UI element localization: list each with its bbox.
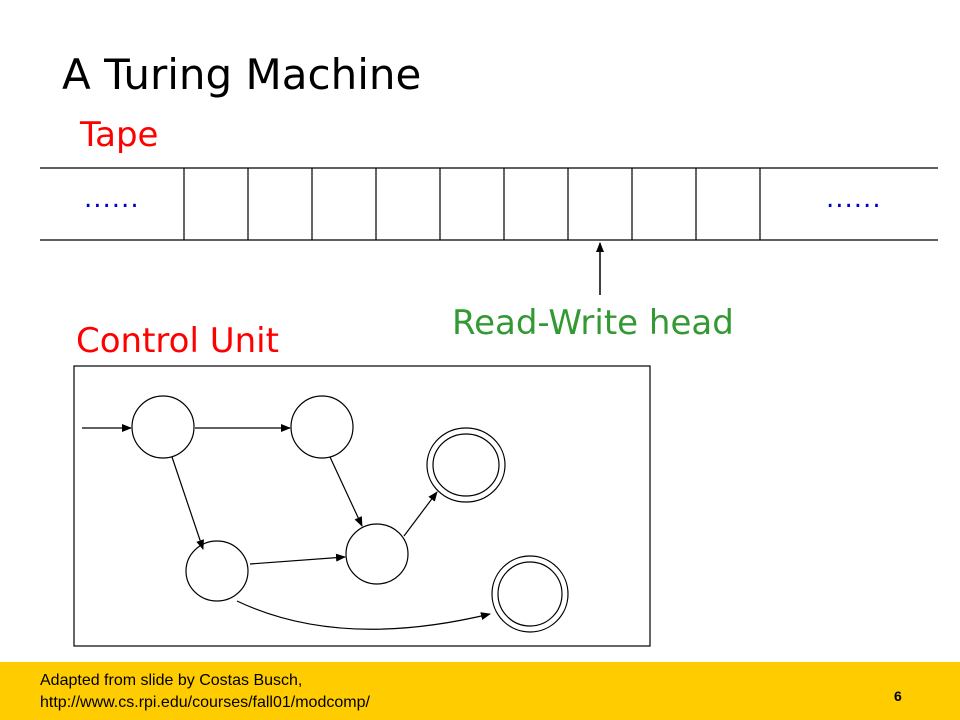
- slide-title: A Turing Machine: [62, 50, 422, 99]
- transition-arrow: [403, 491, 438, 537]
- slide-footer: Adapted from slide by Costas Busch, http…: [0, 662, 960, 720]
- footer-credit-url: http://www.cs.rpi.edu/courses/fall01/mod…: [40, 694, 370, 711]
- tape-label: Tape: [80, 115, 159, 155]
- transition-arrow: [249, 553, 346, 565]
- control-unit-box: [73, 365, 651, 647]
- footer-credit-line: Adapted from slide by Costas Busch,: [40, 672, 303, 689]
- state-node: [131, 395, 195, 459]
- tape-ellipsis-right: ......: [826, 184, 882, 214]
- state-node: [345, 523, 409, 585]
- state-node: [185, 540, 249, 602]
- tape: [40, 167, 938, 241]
- accepting-state-node-inner: [497, 561, 563, 627]
- accepting-state-node: [491, 555, 569, 633]
- tape-ellipsis-left: ......: [84, 184, 140, 214]
- accepting-state-node-inner: [432, 433, 500, 497]
- transition-arrow: [329, 456, 363, 527]
- state-graph: [82, 395, 569, 633]
- accepting-state-node: [426, 427, 506, 503]
- state-node: [290, 395, 354, 459]
- transition-arrow: [171, 456, 204, 550]
- control-unit-label: Control Unit: [76, 321, 279, 361]
- read-write-head-label: Read-Write head: [452, 303, 734, 343]
- page-number: 6: [894, 688, 902, 704]
- transition-arrow: [236, 600, 491, 630]
- footer-credit: Adapted from slide by Costas Busch, http…: [40, 670, 370, 714]
